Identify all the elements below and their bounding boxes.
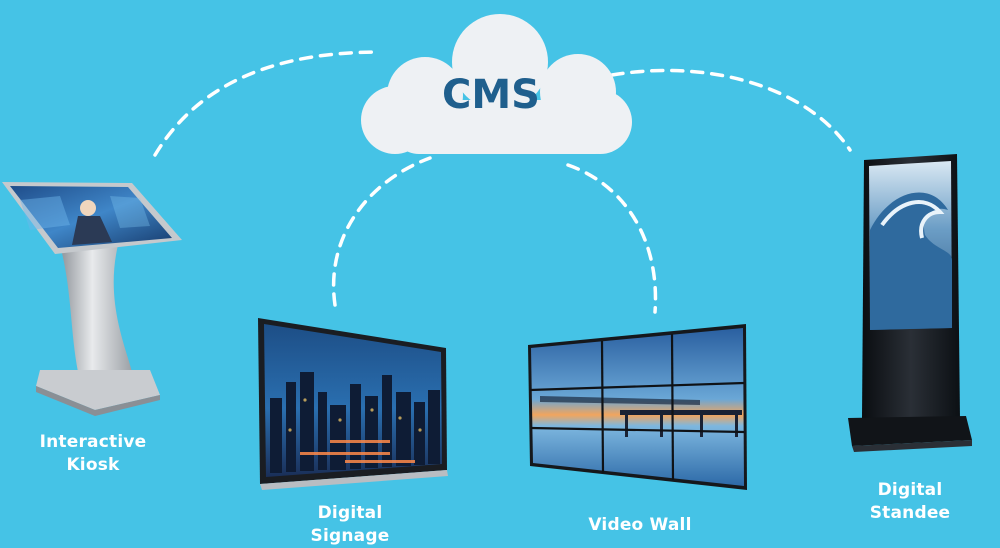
label-interactive-kiosk-line2: Kiosk	[66, 455, 120, 475]
connector-standee	[610, 68, 852, 152]
label-digital-standee-line2: Standee	[869, 503, 951, 523]
interactive-kiosk-illustration	[2, 182, 182, 416]
label-digital-standee-line1: Digital	[877, 480, 943, 500]
label-digital-signage: Digital Signage	[290, 502, 410, 548]
connector-videowall	[566, 163, 658, 314]
cms-cloud	[361, 14, 632, 154]
label-interactive-kiosk-line1: Interactive	[39, 432, 147, 452]
connector-kiosk	[153, 50, 382, 157]
label-interactive-kiosk: Interactive Kiosk	[18, 431, 168, 477]
label-video-wall: Video Wall	[565, 514, 715, 537]
digital-signage-illustration	[258, 318, 448, 490]
cms-label: CMS	[442, 72, 540, 118]
connector-signage	[331, 156, 432, 307]
label-video-wall-line1: Video Wall	[588, 515, 692, 535]
label-digital-signage-line1: Digital	[317, 503, 383, 523]
digital-standee-illustration	[848, 154, 972, 452]
label-digital-signage-line2: Signage	[310, 526, 390, 546]
label-digital-standee: Digital Standee	[850, 479, 970, 525]
video-wall-illustration	[528, 324, 747, 490]
